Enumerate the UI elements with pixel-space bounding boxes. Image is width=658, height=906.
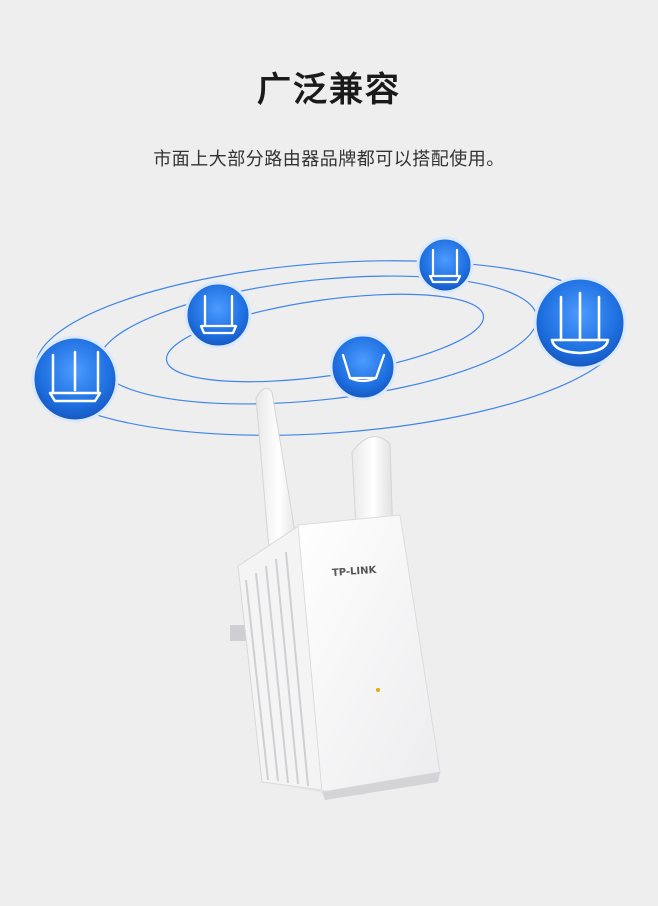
orbit-inner: [165, 293, 485, 383]
status-led: [376, 688, 380, 692]
router-bubble-center: [329, 333, 397, 401]
router-bubble-left: [31, 335, 119, 423]
router-3-antenna-icon: [550, 291, 610, 355]
router-2-antenna-icon: [199, 294, 238, 335]
router-4-antenna-icon: [48, 350, 102, 403]
router-bubble-upper-left: [184, 281, 252, 349]
router-bubble-top: [416, 236, 474, 294]
page-description: 市面上大部分路由器品牌都可以搭配使用。: [153, 149, 505, 170]
device-front: [297, 514, 441, 793]
page-title: 广泛兼容: [257, 70, 401, 110]
orbit-outer: [35, 260, 625, 436]
router-2-antenna-icon: [428, 248, 462, 284]
router-2-antenna-icon: [341, 353, 386, 383]
router-bubble-right: [533, 276, 627, 370]
signal-orbits: [35, 260, 625, 436]
brand-logo: TP-LINK: [332, 565, 378, 579]
range-extender-device: TP-LINK: [230, 387, 441, 800]
orbit-middle: [98, 275, 538, 405]
device-bottom: [262, 772, 440, 795]
